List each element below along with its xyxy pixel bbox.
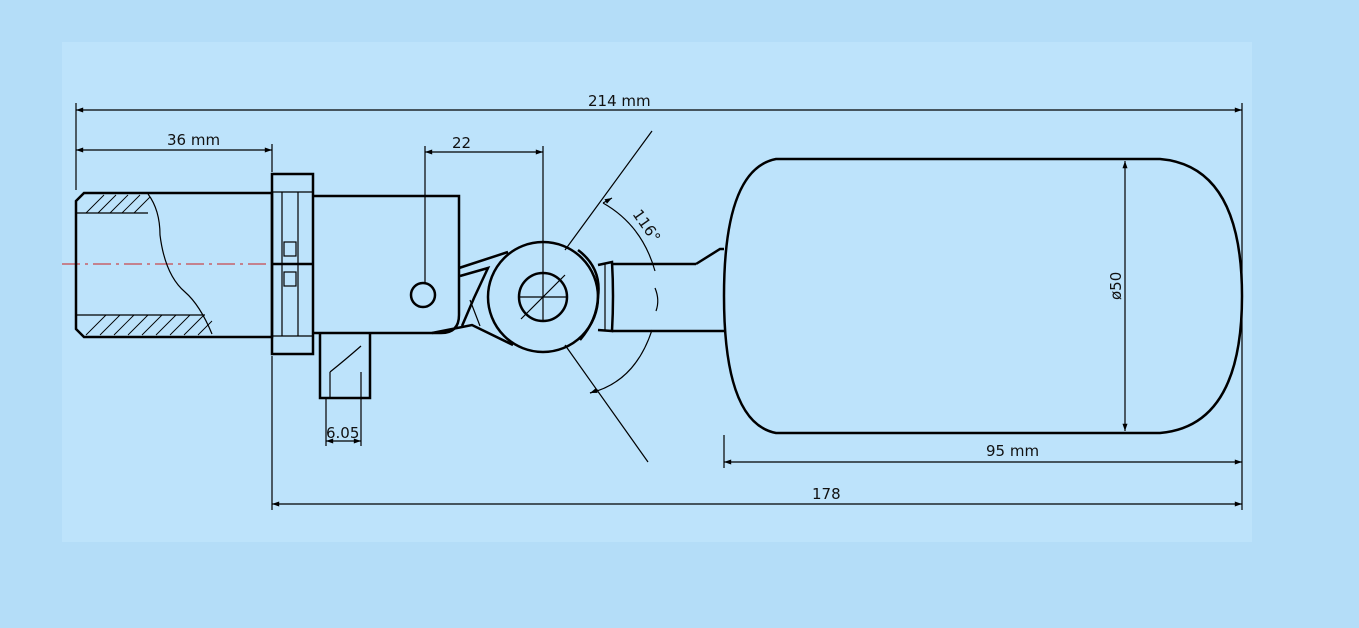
hex-nut [270,172,315,356]
thread-hatching-bottom [85,314,213,336]
dim-arm-length: 178 [812,485,841,503]
dim-float-length: 95 mm [986,442,1039,460]
dim-thread-length: 36 mm [167,131,220,149]
dimension-lines [75,103,1243,510]
dim-outlet-width: 6.05 [326,424,359,442]
lever-linkage [431,250,514,347]
dim-float-diameter: ø50 [1107,272,1125,300]
swing-angle-lines [564,130,659,463]
float-ball [722,157,1244,435]
thread-hatching-top [85,194,151,214]
dim-overall-length: 214 mm [588,92,651,110]
dim-pivot-offset: 22 [452,134,471,152]
float-rod [597,247,724,333]
pivot-pin [409,281,437,309]
